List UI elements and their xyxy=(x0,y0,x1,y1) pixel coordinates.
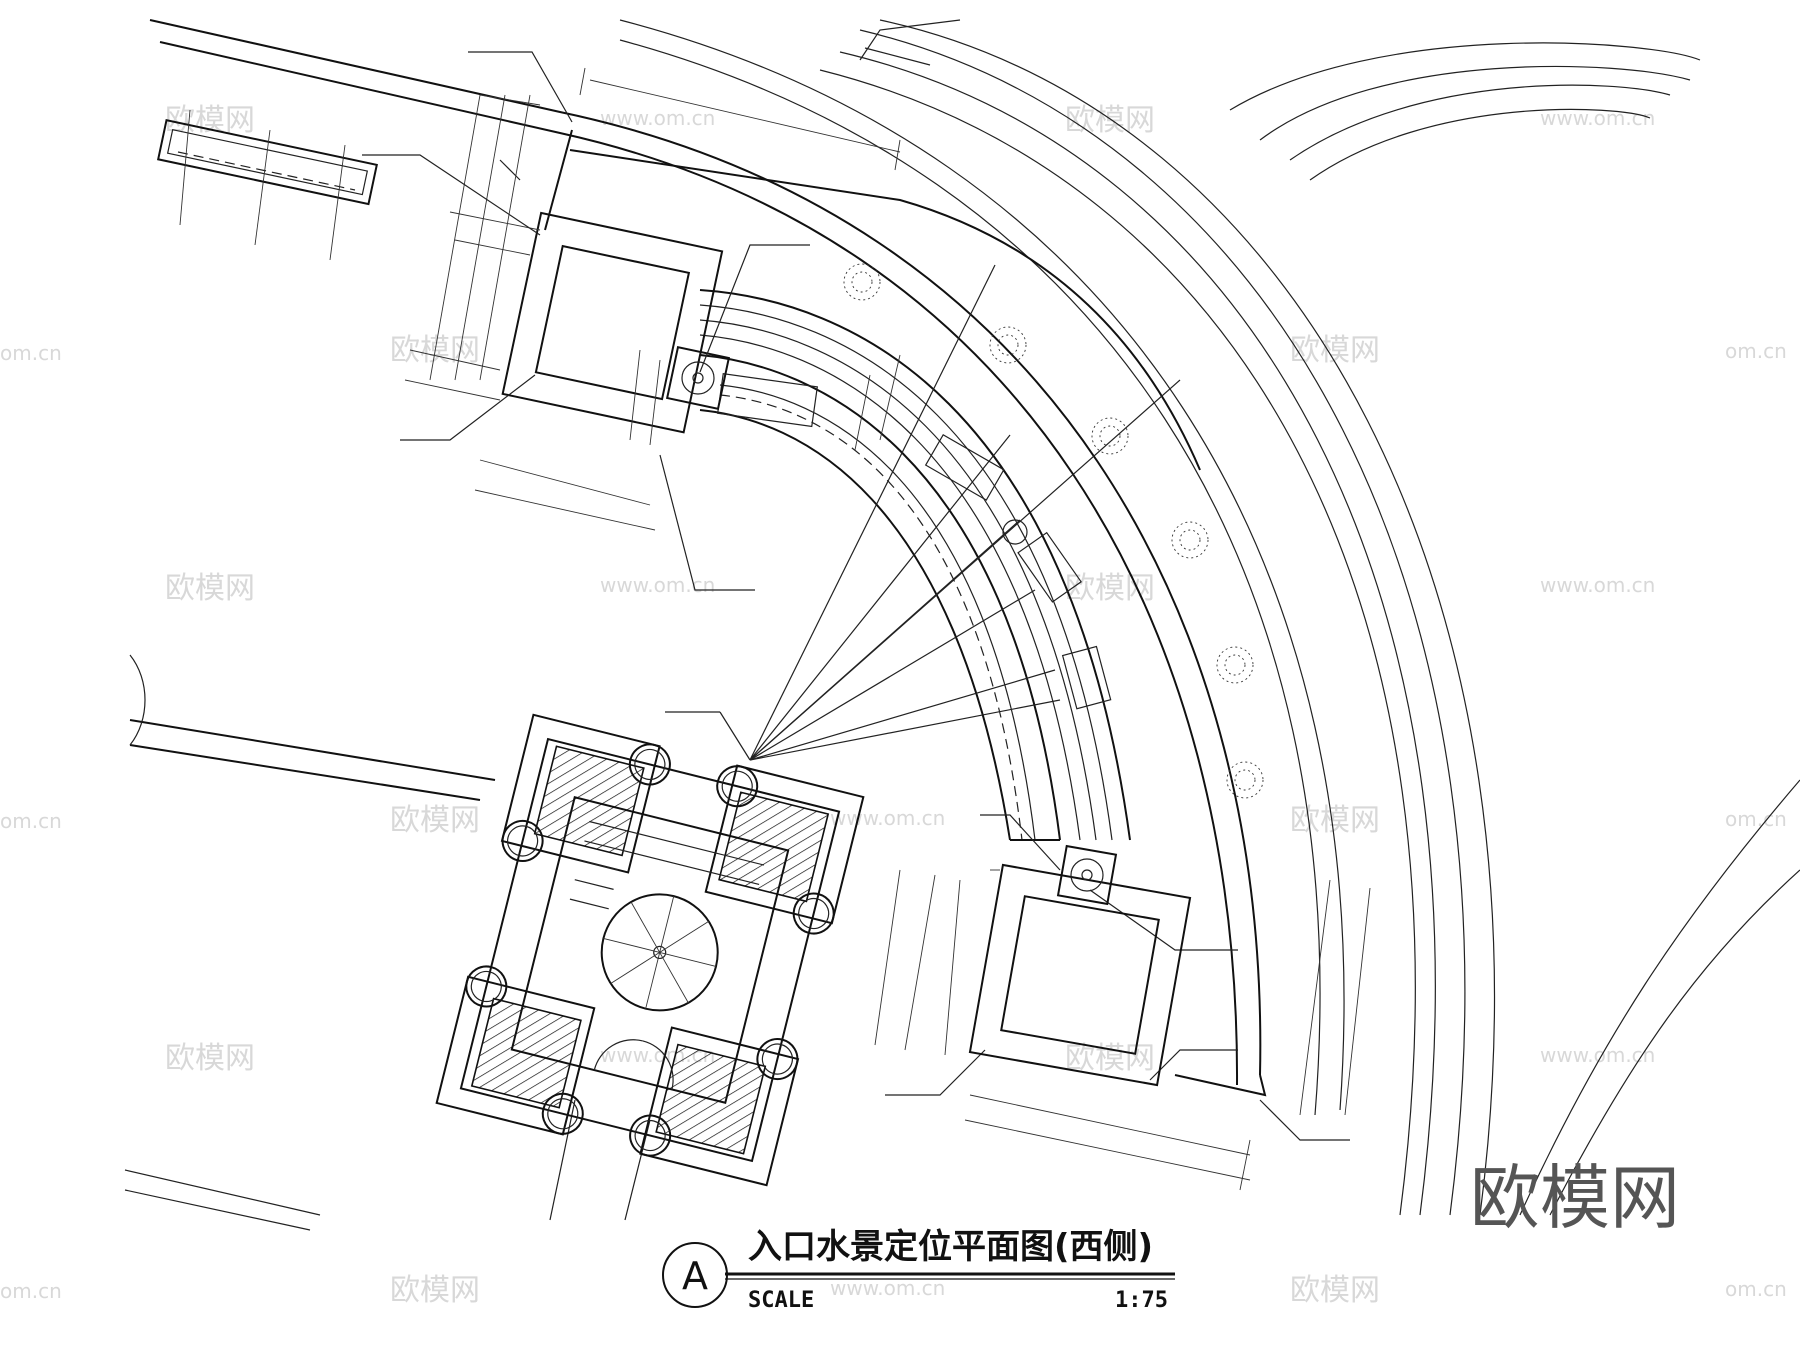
watermark-site: om.cn xyxy=(1725,807,1787,831)
lower-walkway xyxy=(124,654,651,1231)
stair-pavilion xyxy=(435,713,865,1187)
curved-water-channel xyxy=(569,149,1201,841)
watermark-site: om.cn xyxy=(0,341,62,365)
background-watermarks: 欧模网 www.om.cn 欧模网 www.om.cn om.cn 欧模网 欧模… xyxy=(0,103,1787,1308)
watermark-brand: 欧模网 xyxy=(1290,803,1380,838)
watermark-brand: 欧模网 xyxy=(165,1041,255,1076)
watermark-brand: 欧模网 xyxy=(1065,571,1155,606)
drawing-title: 入口水景定位平面图(西侧) xyxy=(748,1227,1153,1267)
watermark-site: www.om.cn xyxy=(600,573,715,597)
road-curves xyxy=(149,19,1800,1216)
watermark-brand: 欧模网 xyxy=(1290,1273,1380,1308)
radial-setout-lines xyxy=(665,264,1181,761)
watermark-site: www.om.cn xyxy=(830,1276,945,1300)
watermark-brand: 欧模网 xyxy=(390,803,480,838)
brand-watermark: 欧模网 xyxy=(1470,1157,1680,1239)
upper-pool xyxy=(499,129,731,434)
drawing-title-block: A 入口水景定位平面图(西侧) SCALE 1:75 xyxy=(662,1227,1175,1313)
watermark-site: om.cn xyxy=(1725,339,1787,363)
fountain-jets xyxy=(843,263,1264,799)
watermark-site: om.cn xyxy=(1725,1277,1787,1301)
watermark-site: om.cn xyxy=(0,1279,62,1303)
dimension-lines xyxy=(404,67,1371,1191)
watermark-site: om.cn xyxy=(0,809,62,833)
watermark-brand: 欧模网 xyxy=(165,571,255,606)
watermark-site: www.om.cn xyxy=(1540,573,1655,597)
section-marker-letter: A xyxy=(682,1254,708,1298)
watermark-brand: 欧模网 xyxy=(165,103,255,138)
watermark-site: www.om.cn xyxy=(830,806,945,830)
watermark-brand: 欧模网 xyxy=(1065,103,1155,138)
leader-lines xyxy=(362,51,1350,1141)
watermark-brand: 欧模网 xyxy=(390,1273,480,1308)
watermark-brand: 欧模网 xyxy=(1065,1041,1155,1076)
lower-pool xyxy=(968,844,1267,1097)
scale-value: 1:75 xyxy=(1115,1288,1168,1313)
scale-label: SCALE xyxy=(748,1288,814,1313)
left-planter xyxy=(156,109,378,261)
